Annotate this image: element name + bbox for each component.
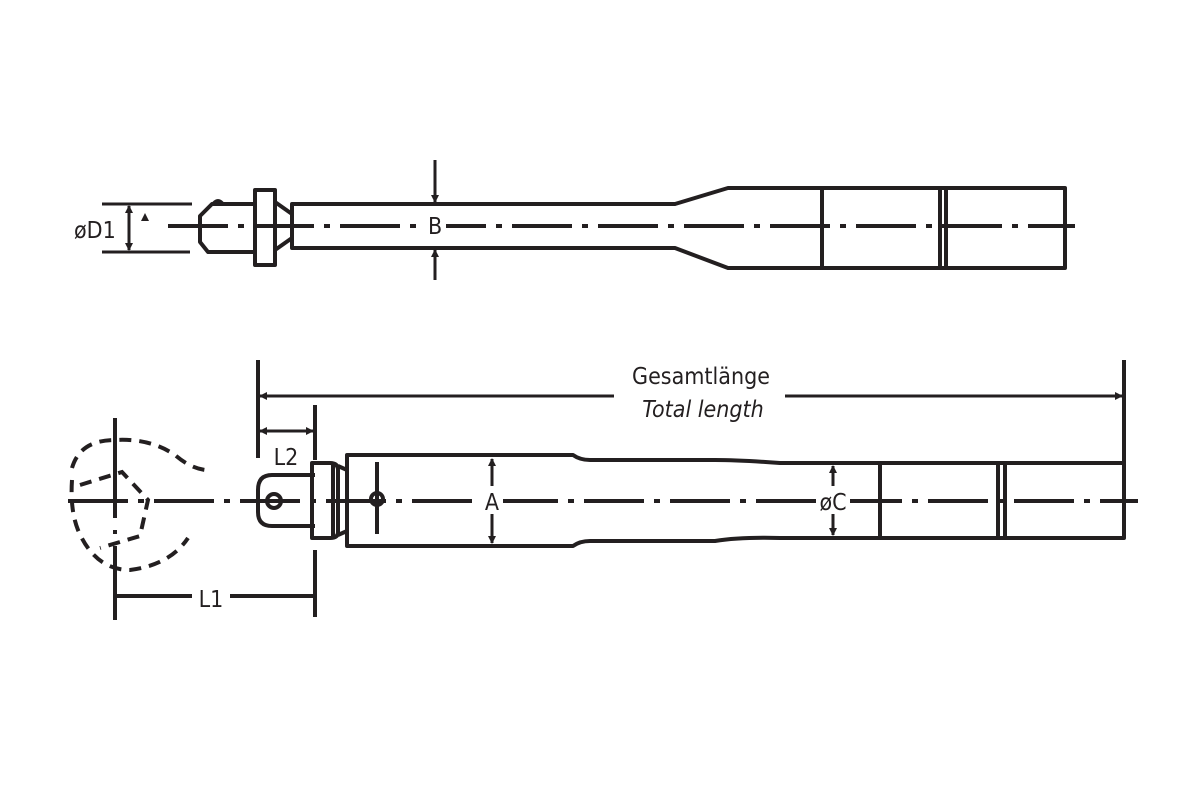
side-body (345, 453, 1126, 548)
cone (273, 200, 294, 252)
l1-label: L1 (199, 587, 224, 613)
head-pivot-hole (265, 492, 283, 510)
total-length-label-de: Gesamtlänge (632, 364, 770, 390)
d1-label: øD1 (74, 218, 116, 244)
b-label: B (428, 214, 442, 240)
phantom-ratchet-bottom (69, 479, 190, 573)
a-label: A (485, 490, 499, 516)
total-length-label-en: Total length (642, 397, 764, 423)
l2-label: L2 (274, 445, 299, 471)
phantom-ratchet-top (70, 437, 206, 472)
c-label: øC (819, 490, 846, 516)
flange (253, 188, 277, 267)
collar (310, 461, 340, 540)
drive-ball-detent (210, 199, 226, 205)
pin-hole (369, 491, 385, 507)
top-view: øD1 B (74, 160, 1075, 280)
fork-head (256, 473, 315, 528)
triangle-marker-icon (141, 213, 149, 221)
phantom-socket (79, 469, 151, 550)
side-view: Gesamtlänge Total length L2 L1 A ø (68, 360, 1138, 620)
top-shaft (290, 186, 1067, 270)
